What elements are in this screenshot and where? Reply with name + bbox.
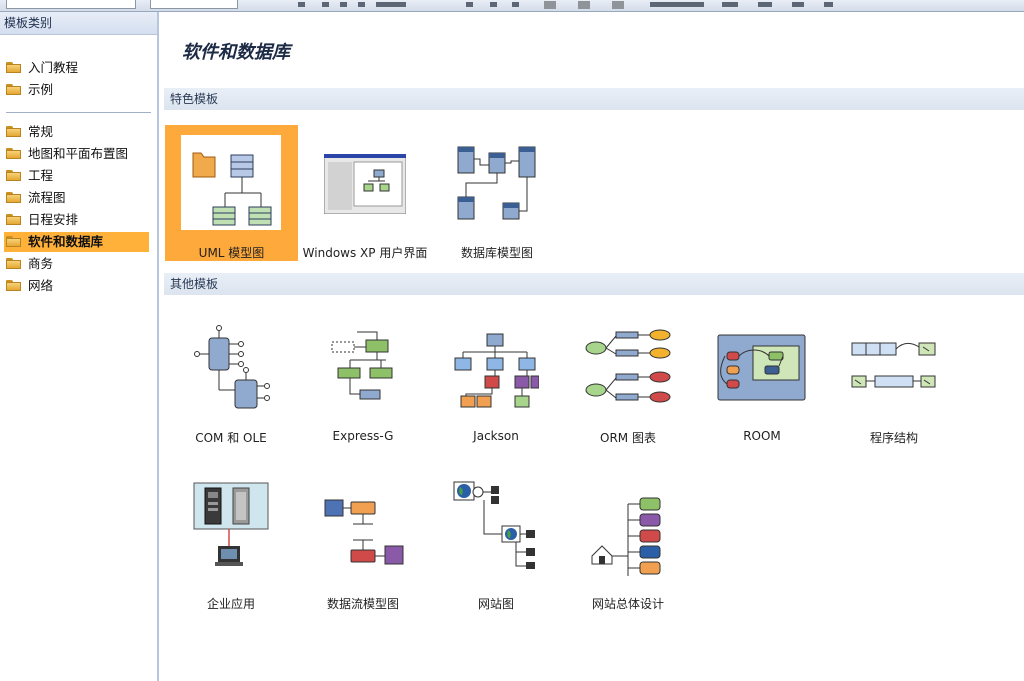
template-enterprise-app[interactable]: 企业应用 [164, 468, 298, 611]
template-web-site-design[interactable]: 网站总体设计 [560, 468, 696, 611]
template-program-structure[interactable]: 程序结构 [826, 312, 962, 452]
align-left-icon[interactable] [322, 2, 329, 7]
windows-xp-ui-icon [323, 153, 407, 215]
template-label: COM 和 OLE [195, 431, 267, 445]
template-label: Windows XP 用户界面 [302, 246, 428, 260]
folder-icon [6, 148, 22, 160]
category-item-schedule[interactable]: 日程安排 [6, 210, 78, 230]
template-label: 数据流模型图 [326, 597, 399, 611]
express-g-icon [330, 330, 400, 410]
template-web-site-map[interactable]: 网站图 [428, 468, 564, 611]
line-ends-icon[interactable] [758, 2, 772, 7]
jackson-icon [453, 332, 540, 408]
folder-icon [6, 258, 22, 270]
category-item-flowchart[interactable]: 流程图 [6, 188, 66, 208]
template-label: UML 模型图 [198, 246, 265, 260]
font-color-icon[interactable] [612, 1, 624, 9]
template-label: ROOM [743, 429, 781, 443]
category-item-samples[interactable]: 示例 [6, 80, 53, 100]
template-label: ORM 图表 [600, 431, 656, 445]
template-label: 数据库模型图 [460, 246, 533, 260]
folder-icon [6, 84, 22, 96]
folder-icon [6, 280, 22, 292]
line-color-icon[interactable] [578, 1, 590, 9]
shadow-icon[interactable] [792, 2, 804, 7]
web-site-design-icon [588, 482, 668, 584]
template-data-flow[interactable]: 数据流模型图 [296, 468, 430, 611]
toolbar [0, 0, 1024, 12]
uml-icon [181, 135, 281, 230]
folder-icon [6, 170, 22, 182]
category-label: 网络 [28, 278, 54, 293]
paragraph-icon[interactable] [376, 2, 406, 7]
category-label: 商务 [28, 256, 54, 271]
bullets-icon[interactable] [512, 2, 519, 7]
template-label: Express-G [332, 429, 394, 443]
category-label: 工程 [28, 168, 54, 183]
category-label: 流程图 [28, 190, 66, 205]
category-item-engineering[interactable]: 工程 [6, 166, 53, 186]
outdent-icon[interactable] [490, 2, 497, 7]
folder-icon [6, 192, 22, 204]
category-item-business[interactable]: 商务 [6, 254, 53, 274]
indent-icon[interactable] [466, 2, 473, 7]
category-item-getting-started[interactable]: 入门教程 [6, 58, 78, 78]
category-label: 常规 [28, 124, 54, 139]
template-label: Jackson [473, 429, 519, 443]
featured-section-header: 特色模板 [164, 88, 1024, 110]
category-divider [6, 112, 151, 113]
template-database-model[interactable]: 数据库模型图 [429, 125, 565, 261]
data-flow-icon [323, 488, 407, 568]
font-name-combobox[interactable] [6, 0, 136, 9]
enterprise-app-icon [193, 482, 269, 568]
template-windows-xp-ui[interactable]: Windows XP 用户界面 [297, 125, 433, 261]
align-right-icon[interactable] [358, 2, 365, 7]
page-title: 软件和数据库 [182, 42, 290, 63]
category-label: 入门教程 [28, 60, 79, 75]
template-express-g[interactable]: Express-G [296, 312, 430, 452]
web-site-map-icon [452, 480, 542, 570]
category-item-network[interactable]: 网络 [6, 276, 53, 296]
category-label: 日程安排 [28, 212, 79, 227]
align-center-icon[interactable] [340, 2, 347, 7]
room-icon [717, 334, 807, 402]
font-size-combobox[interactable] [150, 0, 238, 9]
template-jackson[interactable]: Jackson [428, 312, 564, 452]
category-label: 地图和平面布置图 [28, 146, 129, 161]
line-weight-icon[interactable] [722, 2, 738, 7]
template-uml[interactable]: UML 模型图 [165, 125, 298, 261]
template-com-ole[interactable]: COM 和 OLE [164, 312, 298, 452]
category-item-software-database[interactable]: 软件和数据库 [4, 232, 149, 252]
orm-icon [584, 328, 674, 412]
format-icon[interactable] [298, 2, 305, 7]
template-room[interactable]: ROOM [694, 312, 830, 452]
folder-icon [6, 214, 22, 226]
database-model-icon [457, 143, 539, 223]
other-section-header: 其他模板 [164, 273, 1024, 295]
template-orm-diagram[interactable]: ORM 图表 [560, 312, 696, 452]
folder-icon [6, 126, 22, 138]
template-gallery: 软件和数据库 特色模板 UML 模型图 [160, 12, 1024, 681]
category-label: 软件和数据库 [28, 234, 104, 249]
category-label: 示例 [28, 82, 54, 97]
category-item-maps-floor-plans[interactable]: 地图和平面布置图 [6, 144, 128, 164]
template-category-pane: 模板类别 入门教程 示例 常规 地图和平面布置图 工程 流程图 日程安排 软件和… [0, 12, 159, 681]
template-label: 企业应用 [206, 597, 255, 611]
com-ole-icon [191, 324, 271, 410]
toolbar-options-icon[interactable] [824, 2, 833, 7]
template-label: 程序结构 [869, 431, 918, 445]
template-label: 网站图 [477, 597, 514, 611]
template-label: 网站总体设计 [591, 597, 664, 611]
category-item-general[interactable]: 常规 [6, 122, 53, 142]
category-pane-title: 模板类别 [0, 12, 157, 35]
folder-icon [6, 62, 22, 74]
open-folder-icon [6, 236, 22, 248]
line-style-icon[interactable] [650, 2, 704, 7]
program-structure-icon [849, 338, 939, 394]
fill-color-icon[interactable] [544, 1, 556, 9]
